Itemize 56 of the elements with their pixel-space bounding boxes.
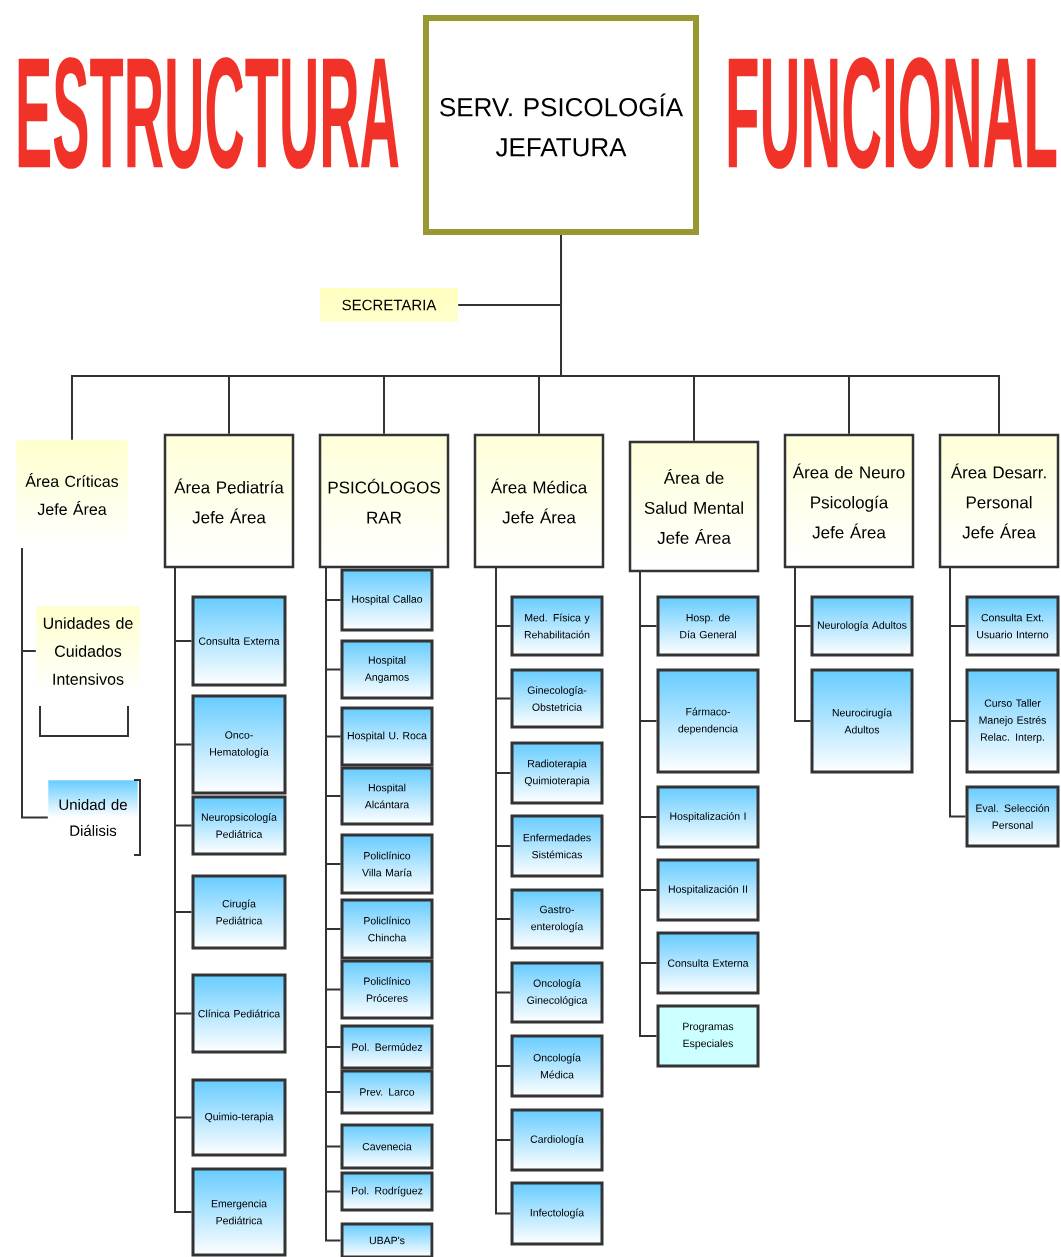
unit-box: Clínica Pediátrica bbox=[191, 973, 287, 1054]
unit-box: Cardiología bbox=[510, 1108, 604, 1172]
unit-box: Enfermedades Sistémicas bbox=[510, 814, 604, 878]
connector bbox=[949, 567, 967, 818]
unit-box: Consulta Externa bbox=[656, 931, 760, 995]
unit-box: Consulta Externa bbox=[191, 595, 287, 687]
unit-box: Hospital Angamos bbox=[340, 639, 434, 700]
unit-box: Policlínico Villa María bbox=[340, 833, 434, 895]
unit-box: Cavenecia bbox=[340, 1123, 434, 1170]
unit-box: Hospitalización II bbox=[656, 858, 760, 922]
connector bbox=[639, 571, 658, 1037]
secretary-label: SECRETARIA bbox=[342, 299, 437, 311]
area-box: Área Desarr. Personal Jefe Área bbox=[938, 433, 1060, 569]
head-box: SERV. PSICOLOGÍA JEFATURA bbox=[423, 15, 699, 235]
unit-box: Eval. Selección Personal bbox=[965, 785, 1060, 848]
area-heading: Unidades de Cuidados Intensivos bbox=[35, 605, 141, 697]
unit-box: Policlínico Chincha bbox=[340, 898, 434, 960]
area-heading: Área Críticas Jefe Área bbox=[15, 439, 129, 549]
title-word: FUNCIONAL bbox=[728, 57, 1057, 169]
unit-box: UBAP's bbox=[340, 1222, 434, 1257]
area-box: Área Médica Jefe Área bbox=[473, 433, 605, 569]
unit-box: Cirugía Pediátrica bbox=[191, 874, 287, 950]
unit-box: Prev. Larco bbox=[340, 1069, 434, 1115]
title-word: ESTRUCTURA bbox=[18, 57, 399, 169]
unit-box: Emergencia Pediátrica bbox=[191, 1167, 287, 1257]
unit-box: Hospital Callao bbox=[340, 568, 434, 632]
unit-box: Programas Especiales bbox=[656, 1004, 760, 1068]
unit-box: Infectología bbox=[510, 1181, 604, 1246]
unit-box: Policlínico Próceres bbox=[340, 959, 434, 1020]
unit-box: Pol. Bermúdez bbox=[340, 1024, 434, 1070]
unit-box: Med. Física y Rehabilitación bbox=[510, 595, 604, 657]
unit-box: Oncología Médica bbox=[510, 1034, 604, 1098]
connector bbox=[794, 567, 812, 722]
unit-box: Hospital Alcántara bbox=[340, 766, 434, 826]
unit-box: Neurocirugía Adultos bbox=[810, 668, 914, 774]
area-box: Área de Salud Mental Jefe Área bbox=[628, 440, 760, 573]
unit-box: Hospitalización I bbox=[656, 785, 760, 849]
unit-box: Unidad de Diálisis bbox=[47, 779, 139, 856]
unit-box: Fármaco-dependencia bbox=[656, 668, 760, 774]
unit-box: Gastro-enterología bbox=[510, 888, 604, 950]
area-box: Área de Neuro Psicología Jefe Área bbox=[783, 433, 915, 569]
unit-box: Quimio-terapia bbox=[191, 1078, 287, 1157]
unit-box: Neuropsicología Pediátrica bbox=[191, 795, 287, 856]
unit-box: Oncología Ginecológica bbox=[510, 961, 604, 1024]
unit-box: Radioterapia Quimioterapia bbox=[510, 741, 604, 805]
unit-box: Pol. Rodríguez bbox=[340, 1171, 434, 1212]
area-box: Área Pediatría Jefe Área bbox=[163, 433, 295, 569]
unit-box: Consulta Ext. Usuario Interno bbox=[965, 595, 1060, 657]
connector bbox=[21, 547, 49, 819]
unit-box: Curso Taller Manejo Estrés Relac. Interp. bbox=[965, 668, 1060, 774]
unit-box: Hosp. de Día General bbox=[656, 595, 760, 657]
unit-box: Hospital U. Roca bbox=[340, 706, 434, 767]
unit-box: Onco-Hematología bbox=[191, 694, 287, 795]
unit-box: Neurología Adultos bbox=[810, 595, 914, 657]
unit-box: Ginecología-Obstetricia bbox=[510, 668, 604, 729]
connector bbox=[560, 234, 1000, 435]
